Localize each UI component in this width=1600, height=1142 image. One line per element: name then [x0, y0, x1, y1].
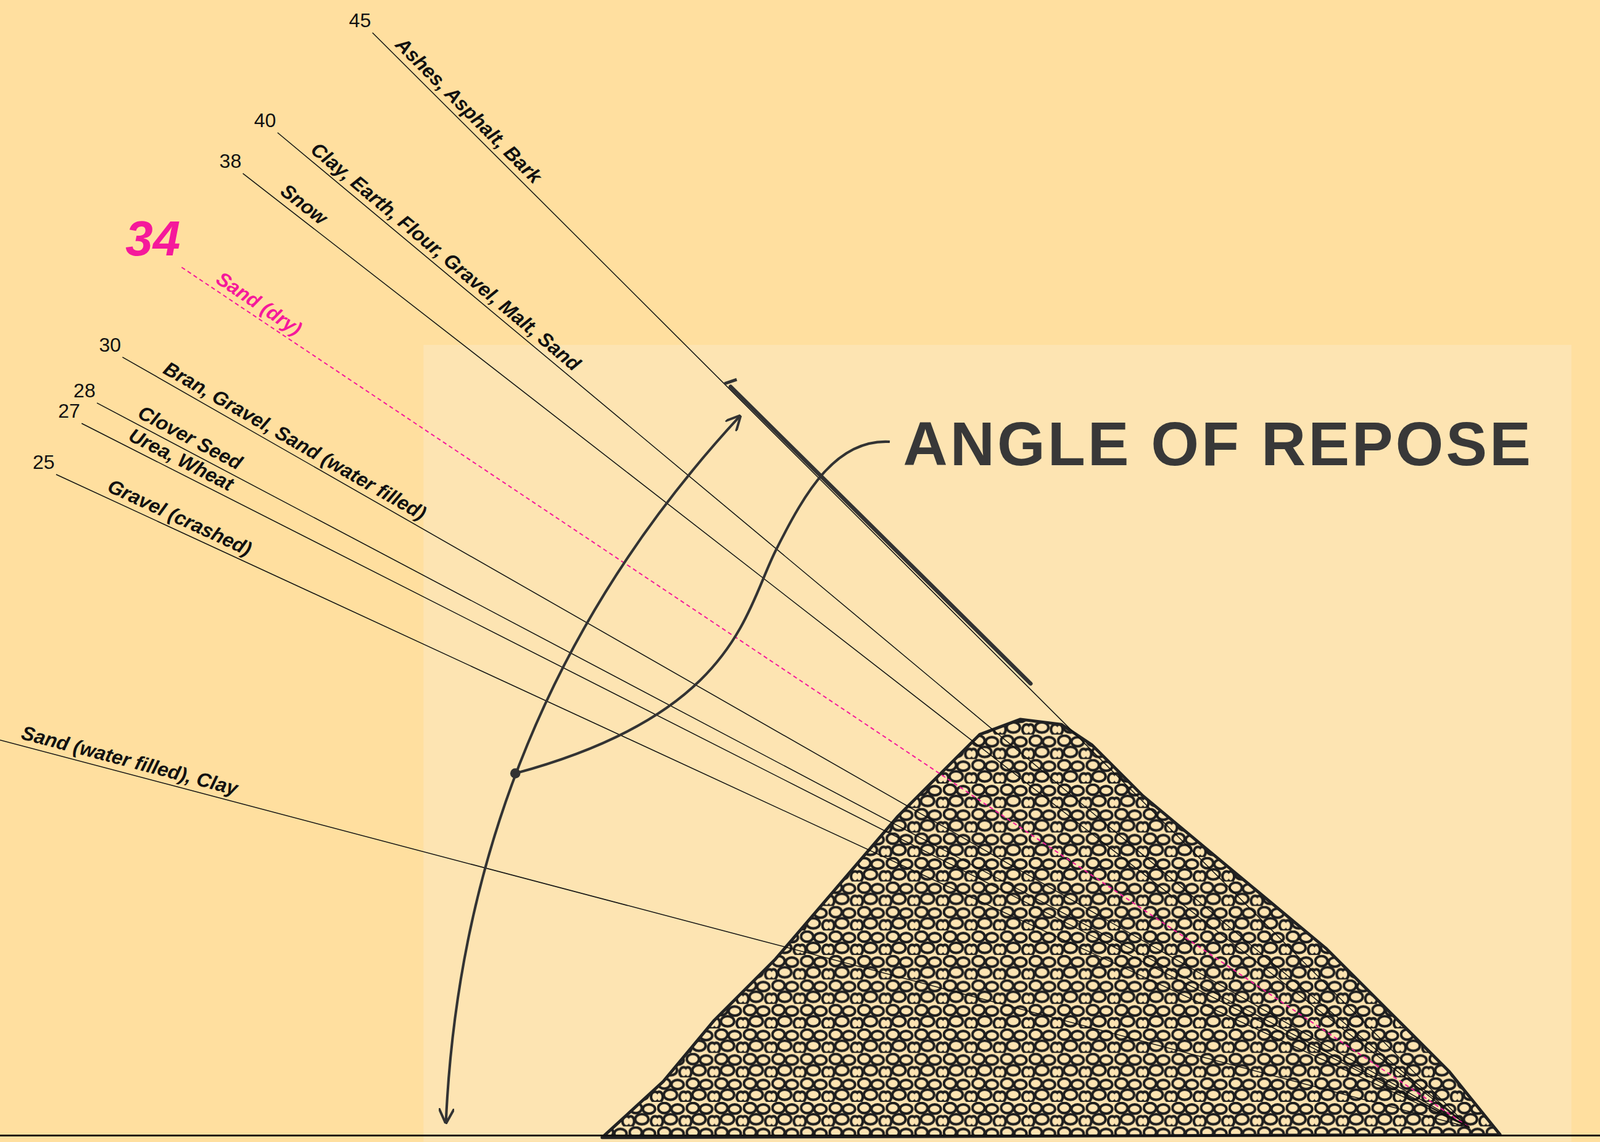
angle-number: 45 [349, 9, 372, 32]
callout-title: ANGLE OF REPOSE [903, 409, 1534, 478]
angle-ray [0, 738, 1470, 1128]
angle-ray [96, 402, 1470, 1128]
angle-number: 27 [58, 400, 81, 423]
angle-ray [181, 267, 1470, 1128]
angle-number: 40 [254, 109, 277, 132]
material-label: Gravel (crashed) [104, 475, 255, 561]
scaled-group [0, 32, 1600, 1142]
ground-line [0, 1134, 1600, 1137]
material-label: Snow [276, 180, 332, 230]
slope-bar-tick [724, 379, 737, 384]
angle-number: 34 [125, 211, 181, 266]
material-label: Ashes, Asphalt, Bark [391, 33, 547, 188]
material-label: Sand (water filled), Clay [19, 722, 241, 801]
angle-number: 28 [73, 380, 96, 402]
material-label: Sand (dry) [212, 267, 306, 340]
angle-number: 38 [219, 150, 242, 173]
leader-dot [510, 768, 521, 779]
angle-ray [372, 32, 1470, 1128]
angle-arc [446, 416, 740, 1123]
angle-ray [56, 474, 1470, 1128]
photo-panel [423, 344, 1571, 1142]
angle-ray [81, 423, 1470, 1128]
angle-number: 25 [32, 451, 55, 474]
angle-ray [243, 173, 1470, 1128]
angle-ray [277, 132, 1470, 1128]
angle-number: 30 [98, 334, 121, 357]
leader-line [515, 441, 890, 774]
